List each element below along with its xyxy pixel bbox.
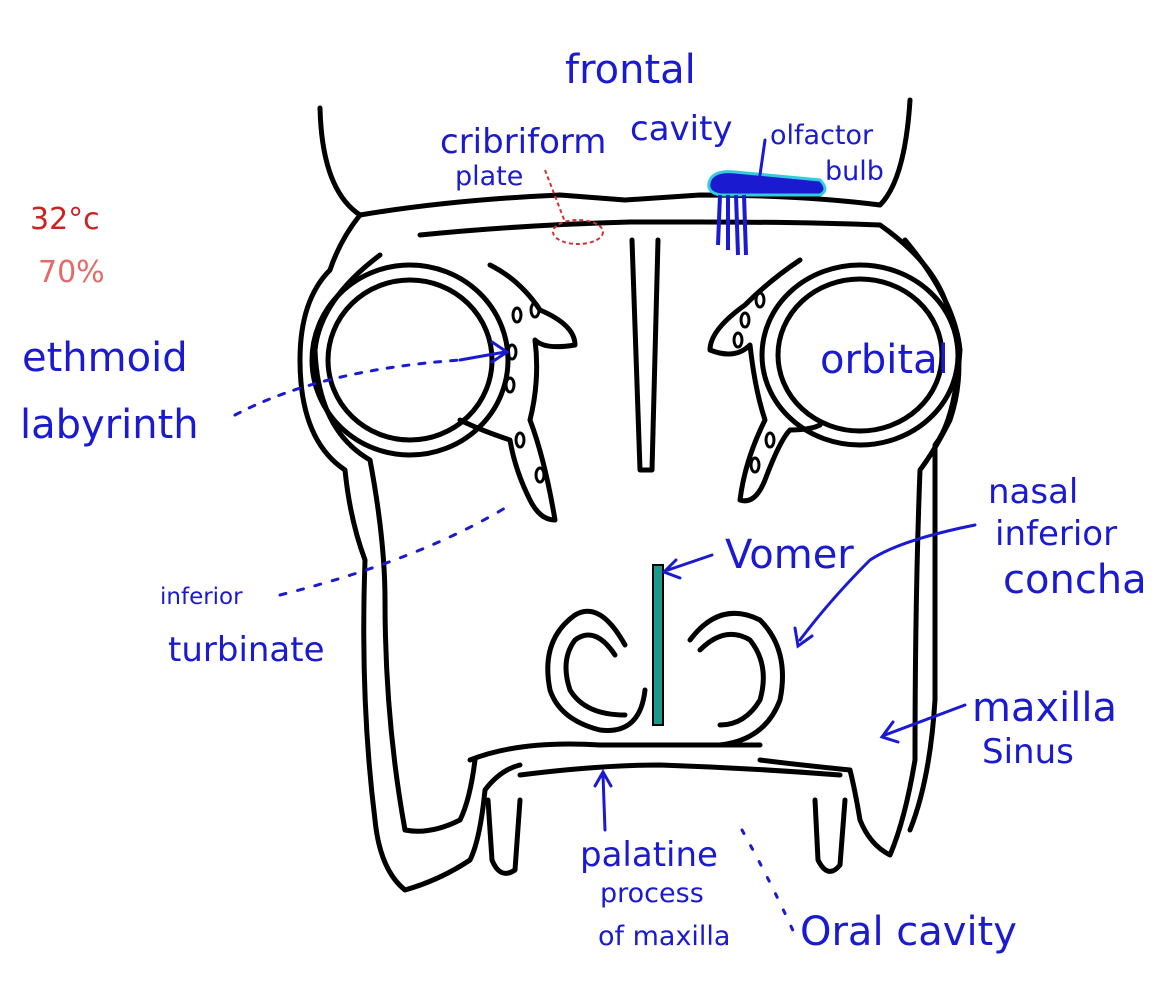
right-concha <box>687 610 785 748</box>
olfactor-pointer <box>758 138 767 177</box>
label-palatine: palatine <box>580 835 718 875</box>
humidity-reading: 70% <box>38 255 105 290</box>
left-concha <box>545 608 648 733</box>
label-nasal: nasal <box>988 472 1079 512</box>
label-frontal: frontal <box>565 47 696 93</box>
right-ethmoid-hole <box>732 331 744 349</box>
left-ethmoid-hole <box>529 301 541 319</box>
left-orbit-inner <box>325 277 495 443</box>
palate-upper <box>467 741 763 763</box>
nasal-septum-upper <box>629 237 661 473</box>
right-tooth <box>812 797 848 874</box>
maxilla-arrow <box>883 703 967 737</box>
left-orbit <box>309 262 511 458</box>
label-labyrinth: labyrinth <box>20 402 199 448</box>
vomer-bone <box>652 564 664 726</box>
right-ethmoid-hole <box>754 291 766 309</box>
left-ethmoid-hole <box>504 376 516 394</box>
right-concha-inner <box>697 631 766 728</box>
right-orbit <box>759 262 961 448</box>
label-turbinate: turbinate <box>168 630 325 670</box>
label-inferior-turbinate: inferior <box>160 584 243 610</box>
maxilla-arrowhead <box>879 720 900 744</box>
label-process: process <box>600 878 704 909</box>
cribriform-plate-mark <box>544 169 604 245</box>
left-ethmoid-hole <box>511 306 523 324</box>
vomer-arrowhead <box>661 558 682 580</box>
top-inner-contour <box>417 219 883 238</box>
label-of-maxilla: of maxilla <box>598 921 731 952</box>
label-bulb: bulb <box>825 156 884 187</box>
left-ethmoid-hole <box>514 431 526 449</box>
right-ethmoid <box>707 257 823 504</box>
turbinate-dotted-pointer <box>278 503 512 597</box>
left-inner-contour <box>312 252 478 834</box>
top-outer-contour <box>357 192 883 218</box>
left-outer-contour <box>297 212 523 893</box>
temperature-reading: 32°c <box>30 202 100 237</box>
right-ethmoid-hole <box>739 311 751 329</box>
label-concha: concha <box>1003 557 1147 603</box>
ethmoid-arrow <box>458 350 507 362</box>
label-sinus: Sinus <box>982 732 1074 772</box>
label-inferior-concha: inferior <box>995 514 1118 554</box>
concha-arrowhead <box>793 626 814 649</box>
label-ethmoid: ethmoid <box>22 335 188 381</box>
label-oral-cavity: Oral cavity <box>800 909 1017 955</box>
right-frontal-wall <box>877 97 913 208</box>
label-plate: plate <box>455 161 524 192</box>
right-ethmoid-hole <box>749 456 761 474</box>
right-ethmoid-hole <box>764 431 776 449</box>
label-vomer: Vomer <box>725 532 854 578</box>
label-orbital: orbital <box>820 337 949 383</box>
palatine-arrowhead <box>593 768 613 788</box>
left-concha-inner <box>563 632 628 718</box>
palatine-arrow <box>601 773 607 832</box>
concha-arrow <box>798 523 977 642</box>
palate-lower <box>517 762 843 778</box>
left-frontal-wall <box>317 105 363 218</box>
left-ethmoid <box>457 262 578 523</box>
ethmoid-dotted-pointer <box>233 358 462 417</box>
vomer-arrow <box>666 553 714 572</box>
olfactory-bulb-drawing <box>707 170 827 256</box>
left-ethmoid-hole <box>534 466 546 484</box>
left-tooth <box>485 797 523 876</box>
label-cavity: cavity <box>630 109 733 149</box>
oral-dotted-pointer <box>740 828 797 937</box>
label-olfactor: olfactor <box>770 120 874 151</box>
label-maxilla: maxilla <box>972 685 1117 731</box>
ethmoid-arrowhead <box>490 340 510 364</box>
right-orbit-inner <box>775 276 945 434</box>
label-cribriform: cribriform <box>440 122 607 162</box>
